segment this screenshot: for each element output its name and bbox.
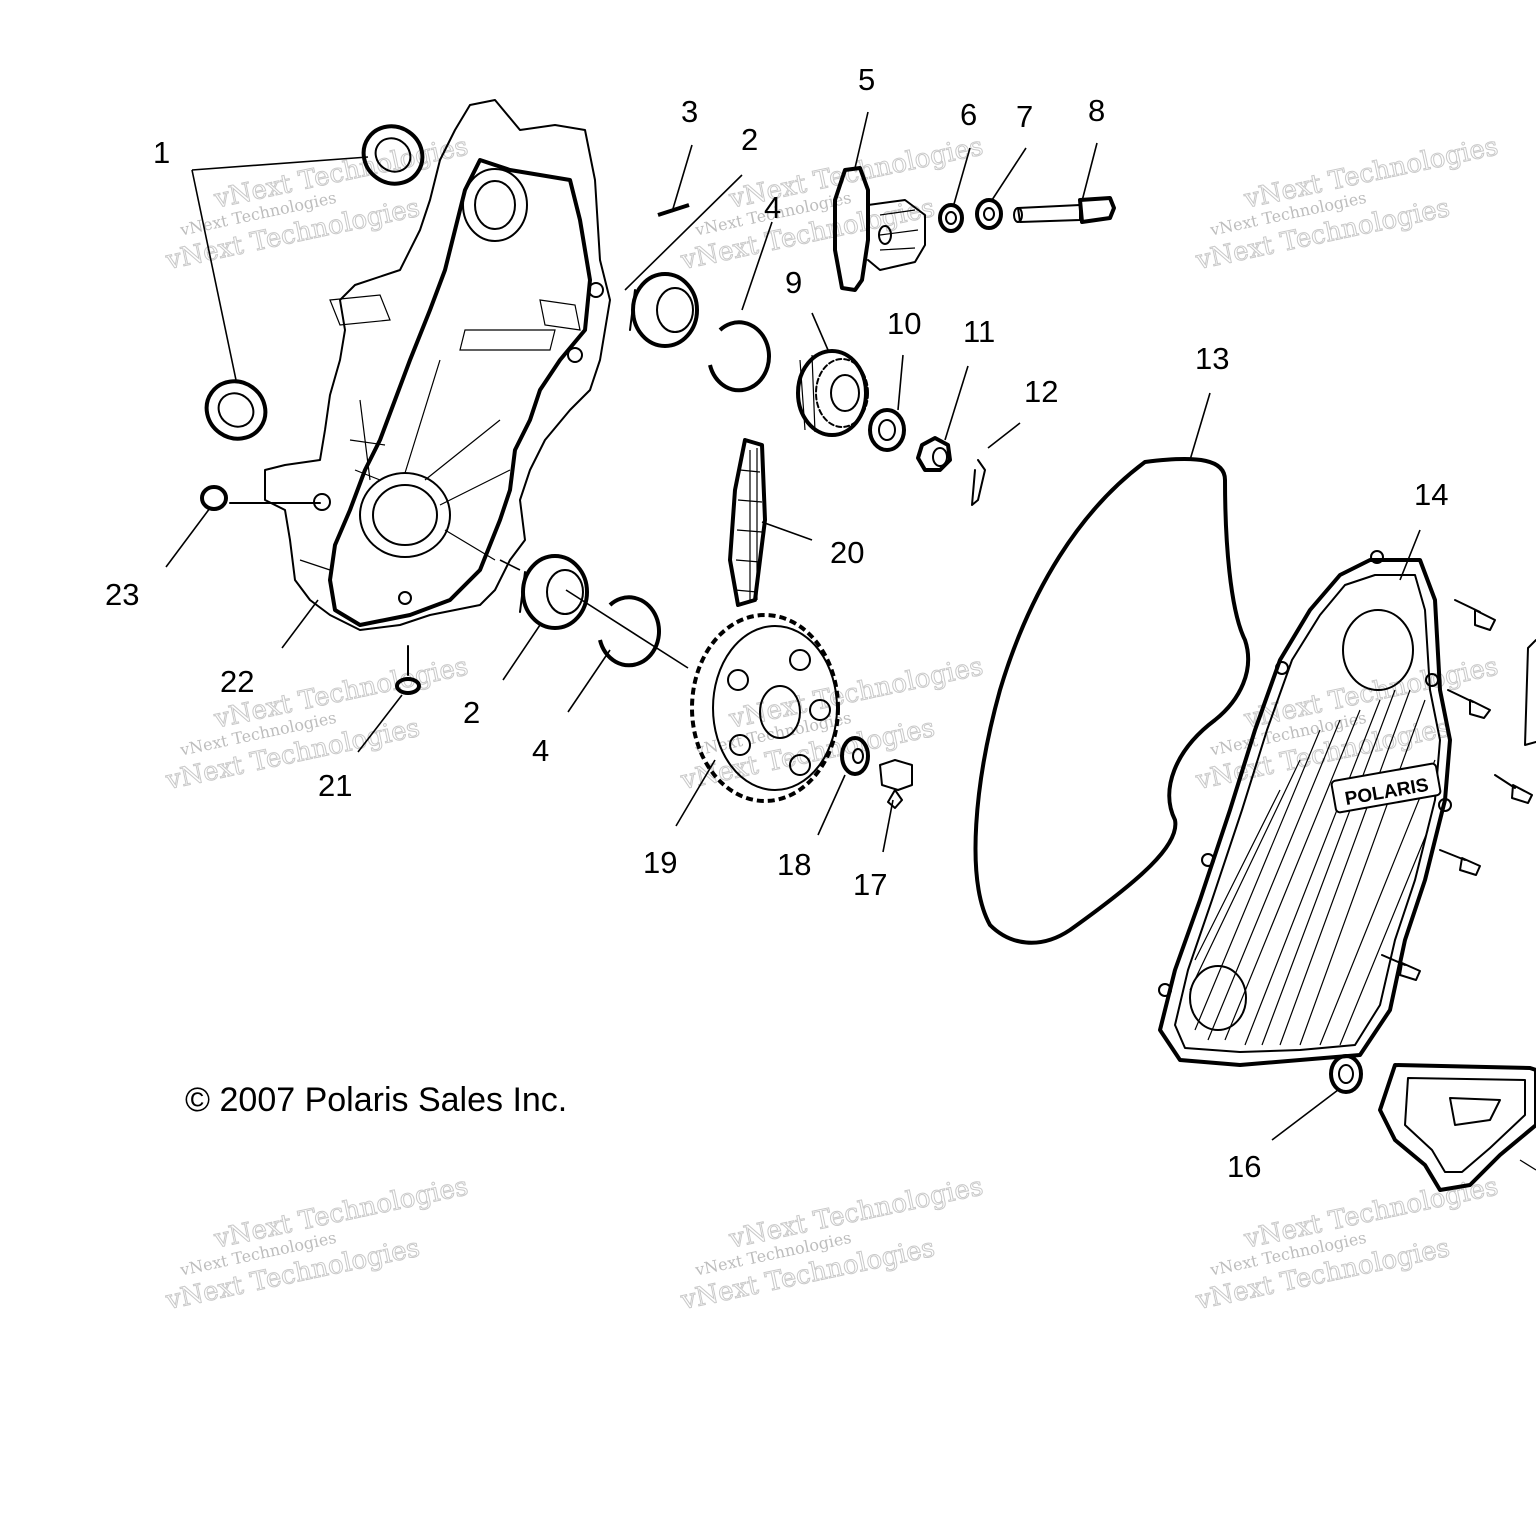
part-gear-19 <box>690 613 840 803</box>
part-chain-20 <box>728 438 767 607</box>
callout-11: 11 <box>963 314 995 349</box>
part-chaincase-housing <box>264 99 611 631</box>
callout-8: 8 <box>1088 93 1105 128</box>
part-washer-10 <box>868 408 906 452</box>
part-snap-ring-lower <box>598 595 661 668</box>
svg-text:vNext Technologies: vNext Technologies <box>726 1172 986 1255</box>
cover-bolts <box>1381 599 1533 981</box>
callout-19: 19 <box>643 845 677 880</box>
part-cotter-pin-12 <box>971 459 986 506</box>
watermark: vNext Technologies vNext Technologies vN… <box>1192 1171 1501 1317</box>
part-bearing-upper <box>629 272 699 348</box>
part-plug-23 <box>200 485 321 511</box>
part-plug-16 <box>1329 1054 1363 1094</box>
watermark: vNext Technologies vNext Technologies vN… <box>1192 131 1501 277</box>
part-bolt-17 <box>879 759 913 809</box>
part-seal-upper <box>361 124 425 186</box>
callout-21: 21 <box>318 768 352 803</box>
copyright-text: © 2007 Polaris Sales Inc. <box>185 1081 567 1119</box>
part-snap-ring-upper <box>708 320 771 393</box>
callout-9: 9 <box>785 265 802 300</box>
part-washer-18 <box>840 736 870 776</box>
callouts: 1 2 2 3 4 4 5 6 7 8 9 10 11 12 13 14 16 … <box>105 62 1448 1184</box>
callout-13: 13 <box>1195 341 1229 376</box>
svg-text:vNext Technologies: vNext Technologies <box>211 132 471 215</box>
watermarks: vNext Technologies vNext Technologies vN… <box>162 131 1501 1317</box>
watermark: vNext Technologies vNext Technologies vN… <box>677 1171 986 1317</box>
part-tensioner-5 <box>833 166 926 292</box>
callout-23: 23 <box>105 577 139 612</box>
callout-6: 6 <box>960 97 977 132</box>
callout-4-upper: 4 <box>764 190 781 225</box>
part-seal-lower <box>204 379 268 441</box>
watermark: vNext Technologies vNext Technologies vN… <box>162 651 471 797</box>
part-sprocket-9 <box>796 349 869 437</box>
watermark: vNext Technologies vNext Technologies vN… <box>1192 651 1501 797</box>
svg-text:vNext Technologies: vNext Technologies <box>211 1172 471 1255</box>
part-nut-11 <box>916 436 952 472</box>
watermark: vNext Technologies vNext Technologies vN… <box>162 131 471 277</box>
callout-12: 12 <box>1024 374 1058 409</box>
callout-2-lower: 2 <box>463 695 480 730</box>
part-bearing-lower <box>519 554 589 630</box>
callout-2-upper: 2 <box>741 122 758 157</box>
callout-7: 7 <box>1016 99 1033 134</box>
svg-text:vNext Technologies: vNext Technologies <box>1241 1172 1501 1255</box>
partial-part-edge <box>1524 639 1536 746</box>
callout-4-lower: 4 <box>532 733 549 768</box>
callout-20: 20 <box>830 535 864 570</box>
callout-1: 1 <box>153 135 170 170</box>
svg-text:vNext Technologies: vNext Technologies <box>726 652 986 735</box>
part-washer-7 <box>975 198 1003 230</box>
svg-text:vNext Technologies: vNext Technologies <box>1241 132 1501 215</box>
callout-14: 14 <box>1414 477 1448 512</box>
part-gasket-13 <box>973 457 1251 945</box>
callout-22: 22 <box>220 664 254 699</box>
callout-10: 10 <box>887 306 921 341</box>
part-bolt-8 <box>1013 196 1116 224</box>
polaris-badge: POLARIS <box>1330 762 1442 814</box>
callout-16: 16 <box>1227 1149 1261 1184</box>
part-pin-3 <box>657 203 690 217</box>
callout-17: 17 <box>853 867 887 902</box>
part-nut-6 <box>938 203 964 233</box>
callout-18: 18 <box>777 847 811 882</box>
part-chaincase-cover-14 <box>1158 550 1452 1067</box>
part-drain-plug-21 <box>395 645 421 695</box>
callout-3: 3 <box>681 94 698 129</box>
leader-lines <box>165 111 1421 1141</box>
callout-5: 5 <box>858 62 875 97</box>
watermark: vNext Technologies vNext Technologies vN… <box>162 1171 471 1317</box>
part-bracket-15 <box>1378 1063 1536 1192</box>
